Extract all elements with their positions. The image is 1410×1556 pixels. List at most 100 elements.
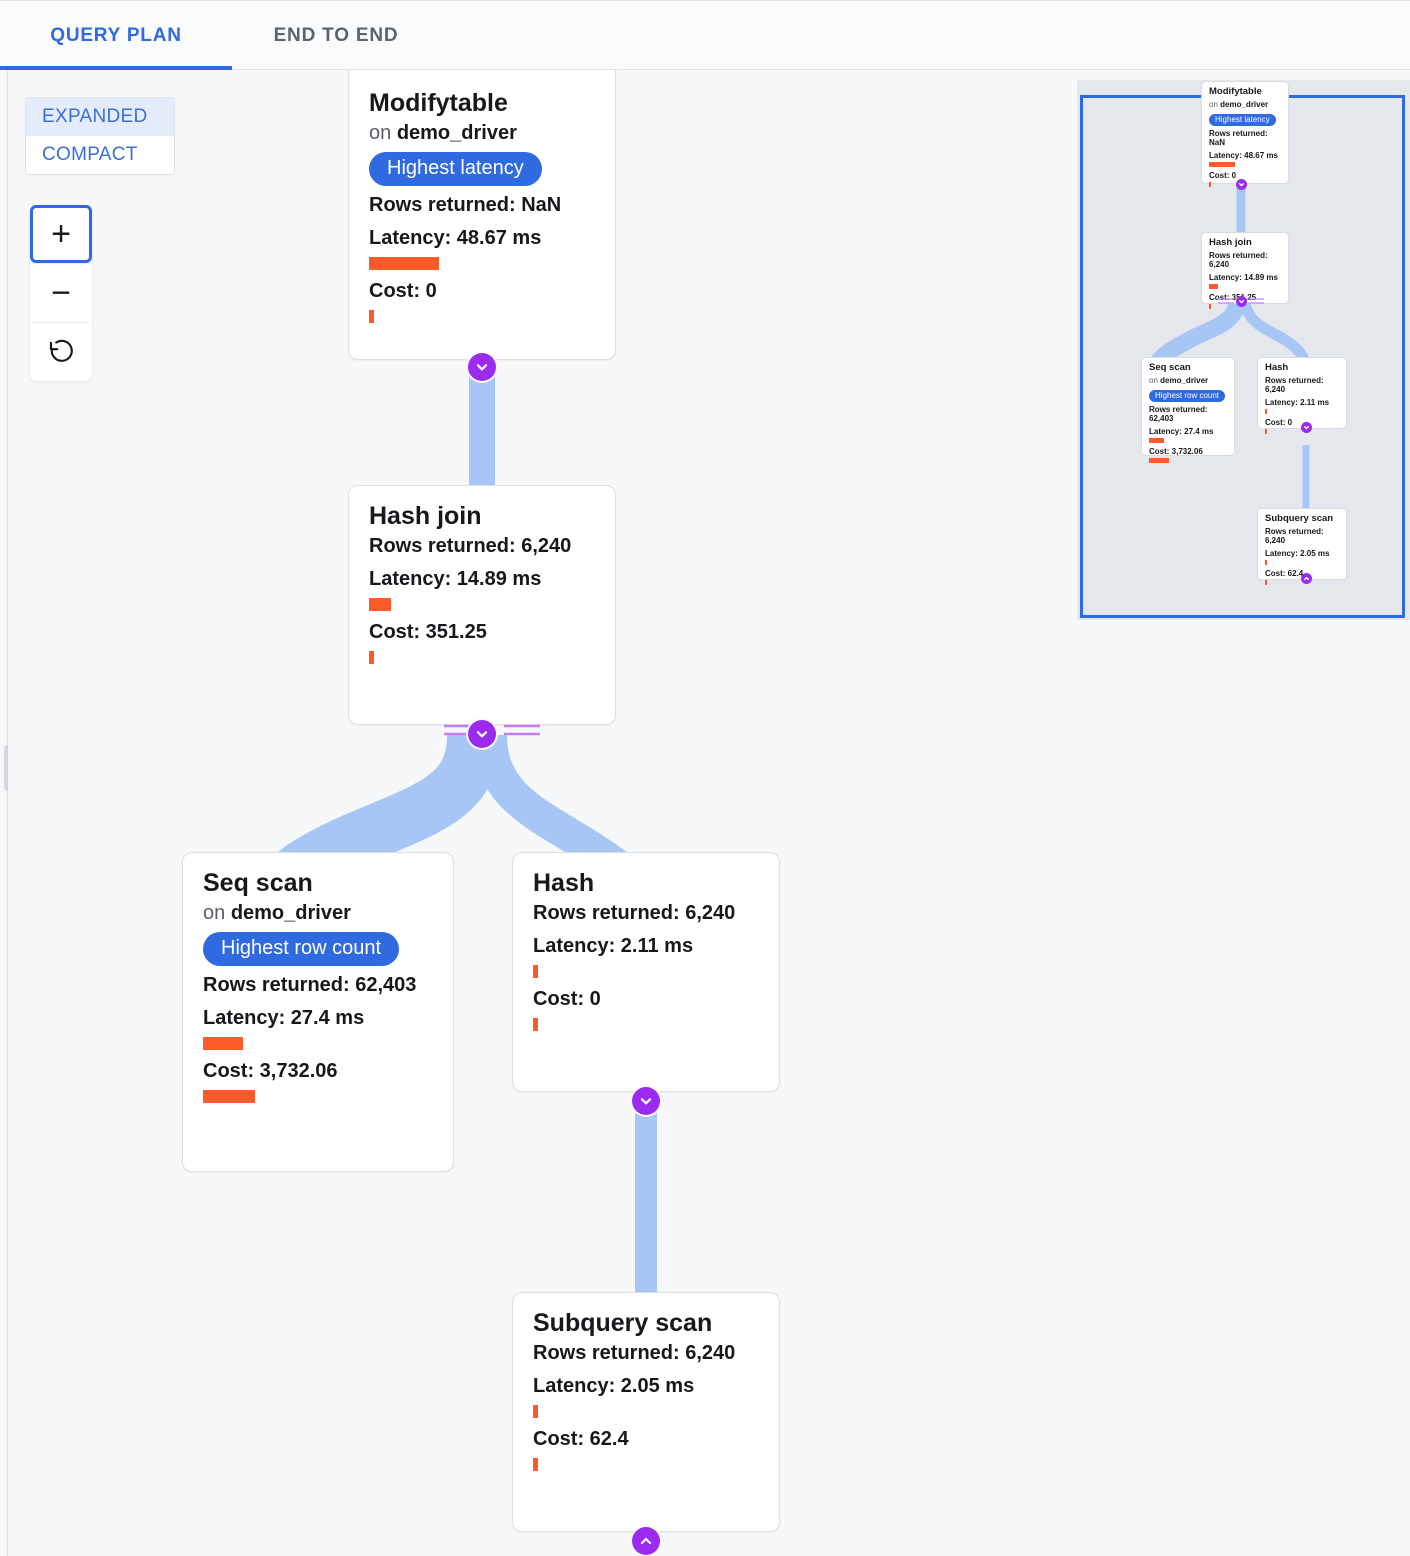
mini-cost-bar — [1209, 303, 1211, 309]
cost-bar — [533, 1017, 538, 1031]
collapse-handle-hash-join[interactable] — [468, 720, 496, 748]
node-latency: Latency: 48.67 ms — [369, 226, 542, 249]
node-cost: Cost: 3,732.06 — [203, 1059, 338, 1082]
mini-status-badge: Highest latency — [1209, 113, 1276, 126]
plan-node-seq-scan[interactable]: Seq scan on demo_driver Highest row coun… — [182, 852, 454, 1172]
mini-node-rows-returned: Rows returned: 62,403 — [1149, 404, 1208, 423]
mini-node-relation: on demo_driver — [1209, 100, 1281, 109]
mini-node-rows-returned: Rows returned: NaN — [1209, 128, 1268, 147]
plan-node-modifytable[interactable]: Modifytable on demo_driver Highest laten… — [348, 70, 616, 360]
mini-relation-prefix: on — [1149, 375, 1158, 385]
latency-bar — [203, 1036, 243, 1050]
mini-relation-name: demo_driver — [1160, 375, 1209, 385]
tab-query-plan-label: QUERY PLAN — [50, 24, 182, 46]
mini-plan-node-subquery-scan[interactable]: Subquery scan Rows returned: 6,240 Laten… — [1257, 508, 1347, 585]
plan-node-hash-join[interactable]: Hash join Rows returned: 6,240 Latency: … — [348, 485, 616, 725]
node-rows-returned: Rows returned: 6,240 — [533, 1341, 736, 1364]
latency-bar — [369, 597, 391, 611]
node-title: Seq scan — [203, 869, 313, 897]
node-latency: Latency: 27.4 ms — [203, 1006, 365, 1029]
node-relation-name: demo_driver — [230, 901, 351, 924]
view-mode-toggle[interactable]: EXPANDED COMPACT — [25, 97, 175, 175]
mini-cost-bar — [1265, 579, 1267, 585]
minimap[interactable]: Modifytable on demo_driver Highest laten… — [1077, 80, 1410, 620]
mini-node-cost: Cost: 351.25 — [1209, 292, 1257, 302]
mini-latency-bar — [1265, 559, 1267, 565]
plan-node-hash[interactable]: Hash Rows returned: 6,240 Latency: 2.11 … — [512, 852, 780, 1092]
latency-bar — [369, 256, 439, 270]
zoom-out-button[interactable]: − — [30, 264, 92, 322]
cost-bar — [533, 1457, 538, 1471]
tab-query-plan[interactable]: QUERY PLAN — [0, 1, 232, 70]
mini-collapse-handle-hash-join[interactable] — [1236, 296, 1247, 307]
mini-collapse-handle-modifytable[interactable] — [1236, 179, 1247, 190]
mini-latency-bar — [1209, 283, 1218, 289]
mini-node-title: Hash join — [1209, 237, 1252, 248]
node-title: Hash join — [369, 502, 482, 530]
node-title: Subquery scan — [533, 1309, 713, 1337]
zoom-reset-button[interactable] — [30, 323, 92, 381]
node-title: Modifytable — [369, 89, 508, 117]
collapse-handle-hash[interactable] — [632, 1087, 660, 1115]
mini-node-relation: on demo_driver — [1149, 376, 1227, 385]
node-relation-name: demo_driver — [396, 121, 517, 144]
chevron-down-icon — [474, 726, 490, 742]
mini-cost-bar — [1265, 428, 1267, 434]
mini-node-rows-returned: Rows returned: 6,240 — [1209, 250, 1268, 269]
mini-node-latency: Latency: 14.89 ms — [1209, 272, 1278, 282]
collapse-handle-modifytable[interactable] — [468, 353, 496, 381]
mini-cost-bar — [1149, 457, 1169, 463]
latency-bar — [533, 964, 538, 978]
zoom-divider-1 — [32, 263, 90, 264]
view-mode-expanded-button[interactable]: EXPANDED — [26, 98, 174, 136]
minus-icon: − — [51, 274, 71, 312]
chevron-up-icon — [638, 1533, 654, 1549]
node-latency: Latency: 14.89 ms — [369, 567, 542, 590]
cost-bar — [369, 309, 374, 323]
plan-canvas[interactable]: EXPANDED COMPACT + − — [8, 70, 1410, 1556]
mini-relation-prefix: on — [1209, 99, 1218, 109]
node-cost: Cost: 0 — [533, 987, 601, 1010]
node-cost: Cost: 351.25 — [369, 620, 487, 643]
node-rows-returned: Rows returned: 6,240 — [369, 534, 572, 557]
mini-node-latency: Latency: 2.05 ms — [1265, 548, 1330, 558]
mini-node-latency: Latency: 2.11 ms — [1265, 397, 1330, 407]
chevron-down-icon — [474, 359, 490, 375]
mini-node-latency: Latency: 48.67 ms — [1209, 150, 1278, 160]
tab-bar: QUERY PLAN END TO END — [0, 0, 1410, 70]
view-mode-compact-button[interactable]: COMPACT — [26, 136, 174, 174]
zoom-controls: + − — [30, 205, 92, 381]
expand-handle-subquery-scan[interactable] — [632, 1527, 660, 1555]
cost-bar — [369, 650, 374, 664]
mini-plan-node-hash-join[interactable]: Hash join Rows returned: 6,240 Latency: … — [1201, 232, 1289, 309]
mini-node-title: Modifytable — [1209, 86, 1262, 97]
chevron-down-icon — [638, 1093, 654, 1109]
mini-node-title: Subquery scan — [1265, 513, 1334, 524]
plan-node-subquery-scan[interactable]: Subquery scan Rows returned: 6,240 Laten… — [512, 1292, 780, 1532]
node-latency: Latency: 2.05 ms — [533, 1374, 695, 1397]
node-relation: on demo_driver — [203, 902, 433, 925]
mini-node-cost: Cost: 0 — [1265, 417, 1293, 427]
mini-collapse-handle-hash[interactable] — [1301, 422, 1312, 433]
node-rows-returned: Rows returned: 62,403 — [203, 973, 417, 996]
reset-icon — [46, 336, 76, 369]
mini-relation-name: demo_driver — [1220, 99, 1269, 109]
mini-expand-handle-subquery-scan[interactable] — [1301, 573, 1312, 584]
node-rows-returned: Rows returned: NaN — [369, 193, 562, 216]
mini-node-cost: Cost: 3,732.06 — [1149, 446, 1203, 456]
mini-chevron-down-icon — [1239, 183, 1244, 187]
mini-latency-bar — [1149, 437, 1164, 443]
tab-end-to-end-label: END TO END — [273, 24, 399, 46]
mini-latency-bar — [1209, 161, 1235, 167]
node-relation-prefix: on — [369, 121, 392, 144]
zoom-in-button[interactable]: + — [30, 205, 92, 263]
mini-plan-node-modifytable[interactable]: Modifytable on demo_driver Highest laten… — [1201, 81, 1289, 187]
mini-status-badge: Highest row count — [1149, 389, 1226, 402]
mini-plan-node-seq-scan[interactable]: Seq scan on demo_driver Highest row coun… — [1141, 357, 1235, 463]
tab-end-to-end[interactable]: END TO END — [232, 1, 440, 70]
node-latency: Latency: 2.11 ms — [533, 934, 694, 957]
node-cost: Cost: 62.4 — [533, 1427, 629, 1450]
node-relation: on demo_driver — [369, 122, 595, 145]
mini-plan-node-hash[interactable]: Hash Rows returned: 6,240 Latency: 2.11 … — [1257, 357, 1347, 434]
